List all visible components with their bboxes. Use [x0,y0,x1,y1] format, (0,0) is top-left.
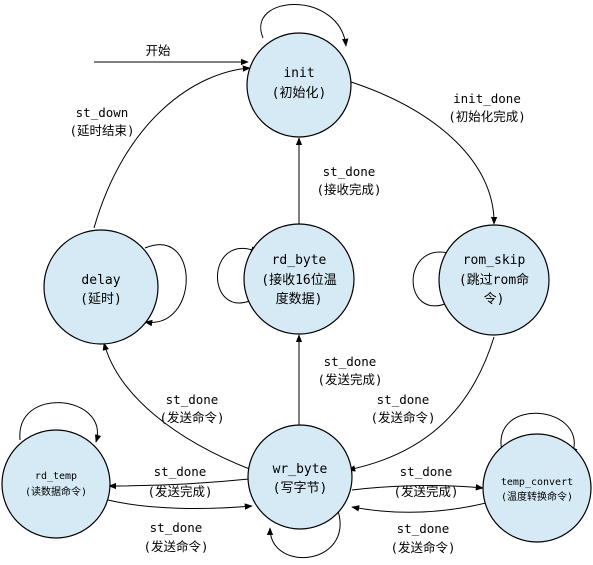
wr-byte-self-loop [266,504,341,558]
label-wr-byte-to-rd-byte-desc: (发送完成) [317,372,382,387]
label-wr-byte-to-delay-desc: (发送命令) [159,410,224,425]
edge-rd-temp-to-wr-byte [107,499,253,510]
label-rd-temp-to-wr-byte-signal: st_done [150,520,203,535]
state-rom-skip: rom_skip (跳过rom命 令) [438,224,550,336]
label-delay-to-init-signal: st_down [76,105,129,120]
label-delay-to-init-desc: (延时结束) [69,123,134,138]
state-rd-byte-name: rd_byte [272,253,327,268]
state-init-name: init [283,66,314,81]
edge-temp-convert-to-wr-byte [351,502,487,513]
state-delay: delay (延时) [43,229,159,345]
label-rd-byte-to-init-desc: (接收完成) [316,182,381,197]
label-wr-byte-to-temp-convert-desc: (发送完成) [393,484,458,499]
label-init-to-rom-skip-signal: init_done [453,91,521,106]
temp-convert-self-loop [500,412,578,456]
edge-wr-byte-to-rd-temp [108,478,250,490]
label-init-to-rom-skip-desc: (初始化完成) [448,109,526,124]
state-wr-byte: wr_byte (写字节) [247,424,353,530]
edge-delay-to-init [93,65,251,229]
delay-self-loop [144,244,187,327]
state-rd-byte-desc-line1: (接收16位温 [261,272,336,288]
state-rom-skip-desc-line1: (跳过rom命 [459,272,529,288]
state-init: init (初始化) [246,32,352,138]
label-start: 开始 [145,43,171,58]
label-temp-convert-to-wr-byte-signal: st_done [397,521,450,536]
rd-byte-self-loop [217,246,259,304]
state-temp-convert: temp_convert (温度转换命令) [482,433,592,543]
edge-init-to-rom-skip [344,79,498,225]
label-temp-convert-to-wr-byte-desc: (发送命令) [390,540,455,555]
edge-wr-byte-to-temp-convert [351,484,484,491]
state-rd-temp: rd_temp (读数据命令) [1,429,111,539]
state-rom-skip-name: rom_skip [463,253,526,268]
init-self-loop [260,4,349,47]
label-wr-byte-to-temp-convert-signal: st_done [400,464,453,479]
label-wr-byte-to-rd-temp-desc: (发送完成) [147,484,212,499]
label-rom-skip-to-wr-byte-signal: st_done [377,392,430,407]
state-rom-skip-desc-line2: 令) [484,292,505,307]
edge-rom-skip-to-wr-byte [347,336,495,472]
rom-skip-self-loop [412,249,456,307]
label-wr-byte-to-delay-signal: st_done [166,392,219,407]
state-rd-temp-name: rd_temp [35,471,77,482]
label-rom-skip-to-wr-byte-desc: (发送命令) [370,410,435,425]
state-rd-byte: rd_byte (接收16位温 度数据) [243,223,355,335]
state-temp-convert-name: temp_convert [501,477,573,488]
label-rd-byte-to-init-signal: st_done [323,164,376,179]
state-delay-name: delay [81,273,120,288]
state-rd-temp-desc: (读数据命令) [25,485,87,498]
state-temp-convert-desc: (温度转换命令) [501,490,573,503]
state-delay-desc: (延时) [80,292,122,307]
edge-wr-byte-to-delay [102,342,253,471]
state-init-desc: (初始化) [272,86,327,101]
state-wr-byte-desc: (写字节) [273,481,328,496]
state-wr-byte-name: wr_byte [273,462,328,477]
label-wr-byte-to-rd-byte-signal: st_done [324,354,377,369]
rd-temp-self-loop [19,402,102,443]
label-wr-byte-to-rd-temp-signal: st_done [154,464,207,479]
label-rd-temp-to-wr-byte-desc: (发送命令) [143,539,208,554]
state-rd-byte-desc-line2: 度数据) [276,291,323,307]
